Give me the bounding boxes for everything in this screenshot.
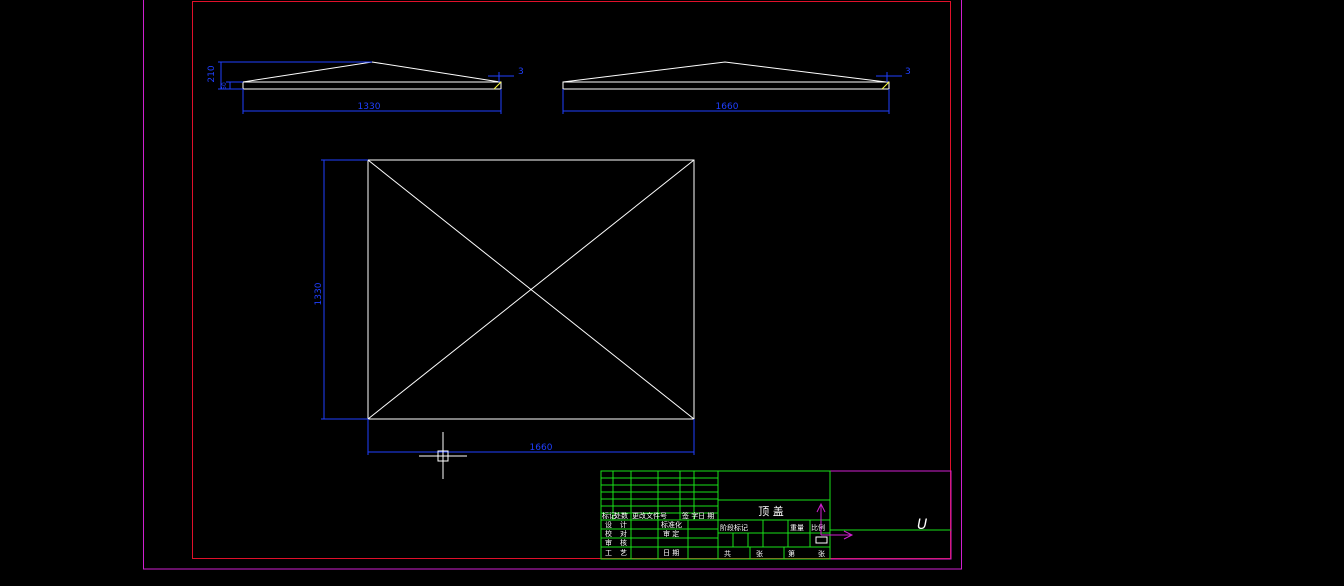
base-plate-1: [242, 81, 502, 90]
svg-text:处数: 处数: [614, 511, 628, 520]
svg-text:日 期: 日 期: [663, 549, 679, 557]
pick-box: [437, 450, 449, 462]
svg-text:重量: 重量: [790, 524, 804, 532]
svg-text:张: 张: [818, 549, 825, 558]
svg-text:审 定: 审 定: [663, 529, 679, 538]
base-plate-2: [562, 81, 890, 90]
elevation-1[interactable]: 1330 210 50 3: [207, 61, 524, 114]
scale-box: [815, 536, 828, 544]
svg-text:核: 核: [620, 538, 627, 547]
svg-text:阶段标记: 阶段标记: [720, 523, 748, 532]
plan-view[interactable]: 1660 1330: [314, 159, 695, 455]
svg-text:标准化: 标准化: [661, 520, 682, 529]
part-name: 顶 盖: [758, 504, 784, 518]
svg-text:校: 校: [605, 529, 612, 538]
outer-frame: [143, 0, 962, 570]
svg-text:签 字: 签 字: [682, 511, 698, 520]
svg-text:日 期: 日 期: [698, 512, 714, 520]
dim-thickness-2: 3: [905, 67, 911, 77]
ucs-label: U: [917, 517, 927, 533]
svg-text:艺: 艺: [620, 549, 627, 557]
svg-text:设: 设: [605, 520, 612, 529]
plan-dim-height: 1330: [314, 282, 324, 305]
dim-height-total-1: 210: [207, 65, 217, 82]
svg-text:第: 第: [788, 549, 795, 558]
svg-text:张: 张: [756, 549, 763, 558]
svg-text:计: 计: [620, 520, 627, 529]
svg-text:对: 对: [620, 529, 627, 538]
plan-dim-width: 1660: [530, 443, 553, 453]
dim-width-2: 1660: [716, 102, 739, 112]
crosshair-cursor[interactable]: [419, 432, 467, 479]
elevation-2[interactable]: 1660 3: [562, 61, 911, 114]
dim-width-1: 1330: [358, 102, 381, 112]
title-block[interactable]: 标记 处数 更改文件号 签 字 日 期 设 计 标准化 校 对 审 定 审 核 …: [600, 470, 952, 560]
svg-text:审: 审: [605, 538, 612, 547]
plan-outline: [367, 159, 695, 420]
revision-grid: [600, 470, 831, 560]
svg-text:共: 共: [724, 549, 731, 558]
svg-text:比例: 比例: [811, 523, 825, 532]
dim-height-edge-1: 50: [221, 82, 228, 90]
ucs-icon[interactable]: U: [816, 502, 927, 540]
svg-text:工: 工: [605, 549, 612, 557]
inner-frame: [192, 1, 951, 559]
svg-text:标记: 标记: [602, 511, 616, 520]
roof-profile-1: [242, 61, 501, 83]
plan-diagonal-2: [367, 159, 695, 420]
dim-thickness-1: 3: [518, 67, 524, 77]
roof-profile-2: [562, 61, 887, 83]
svg-text:更改文件号: 更改文件号: [632, 511, 667, 520]
